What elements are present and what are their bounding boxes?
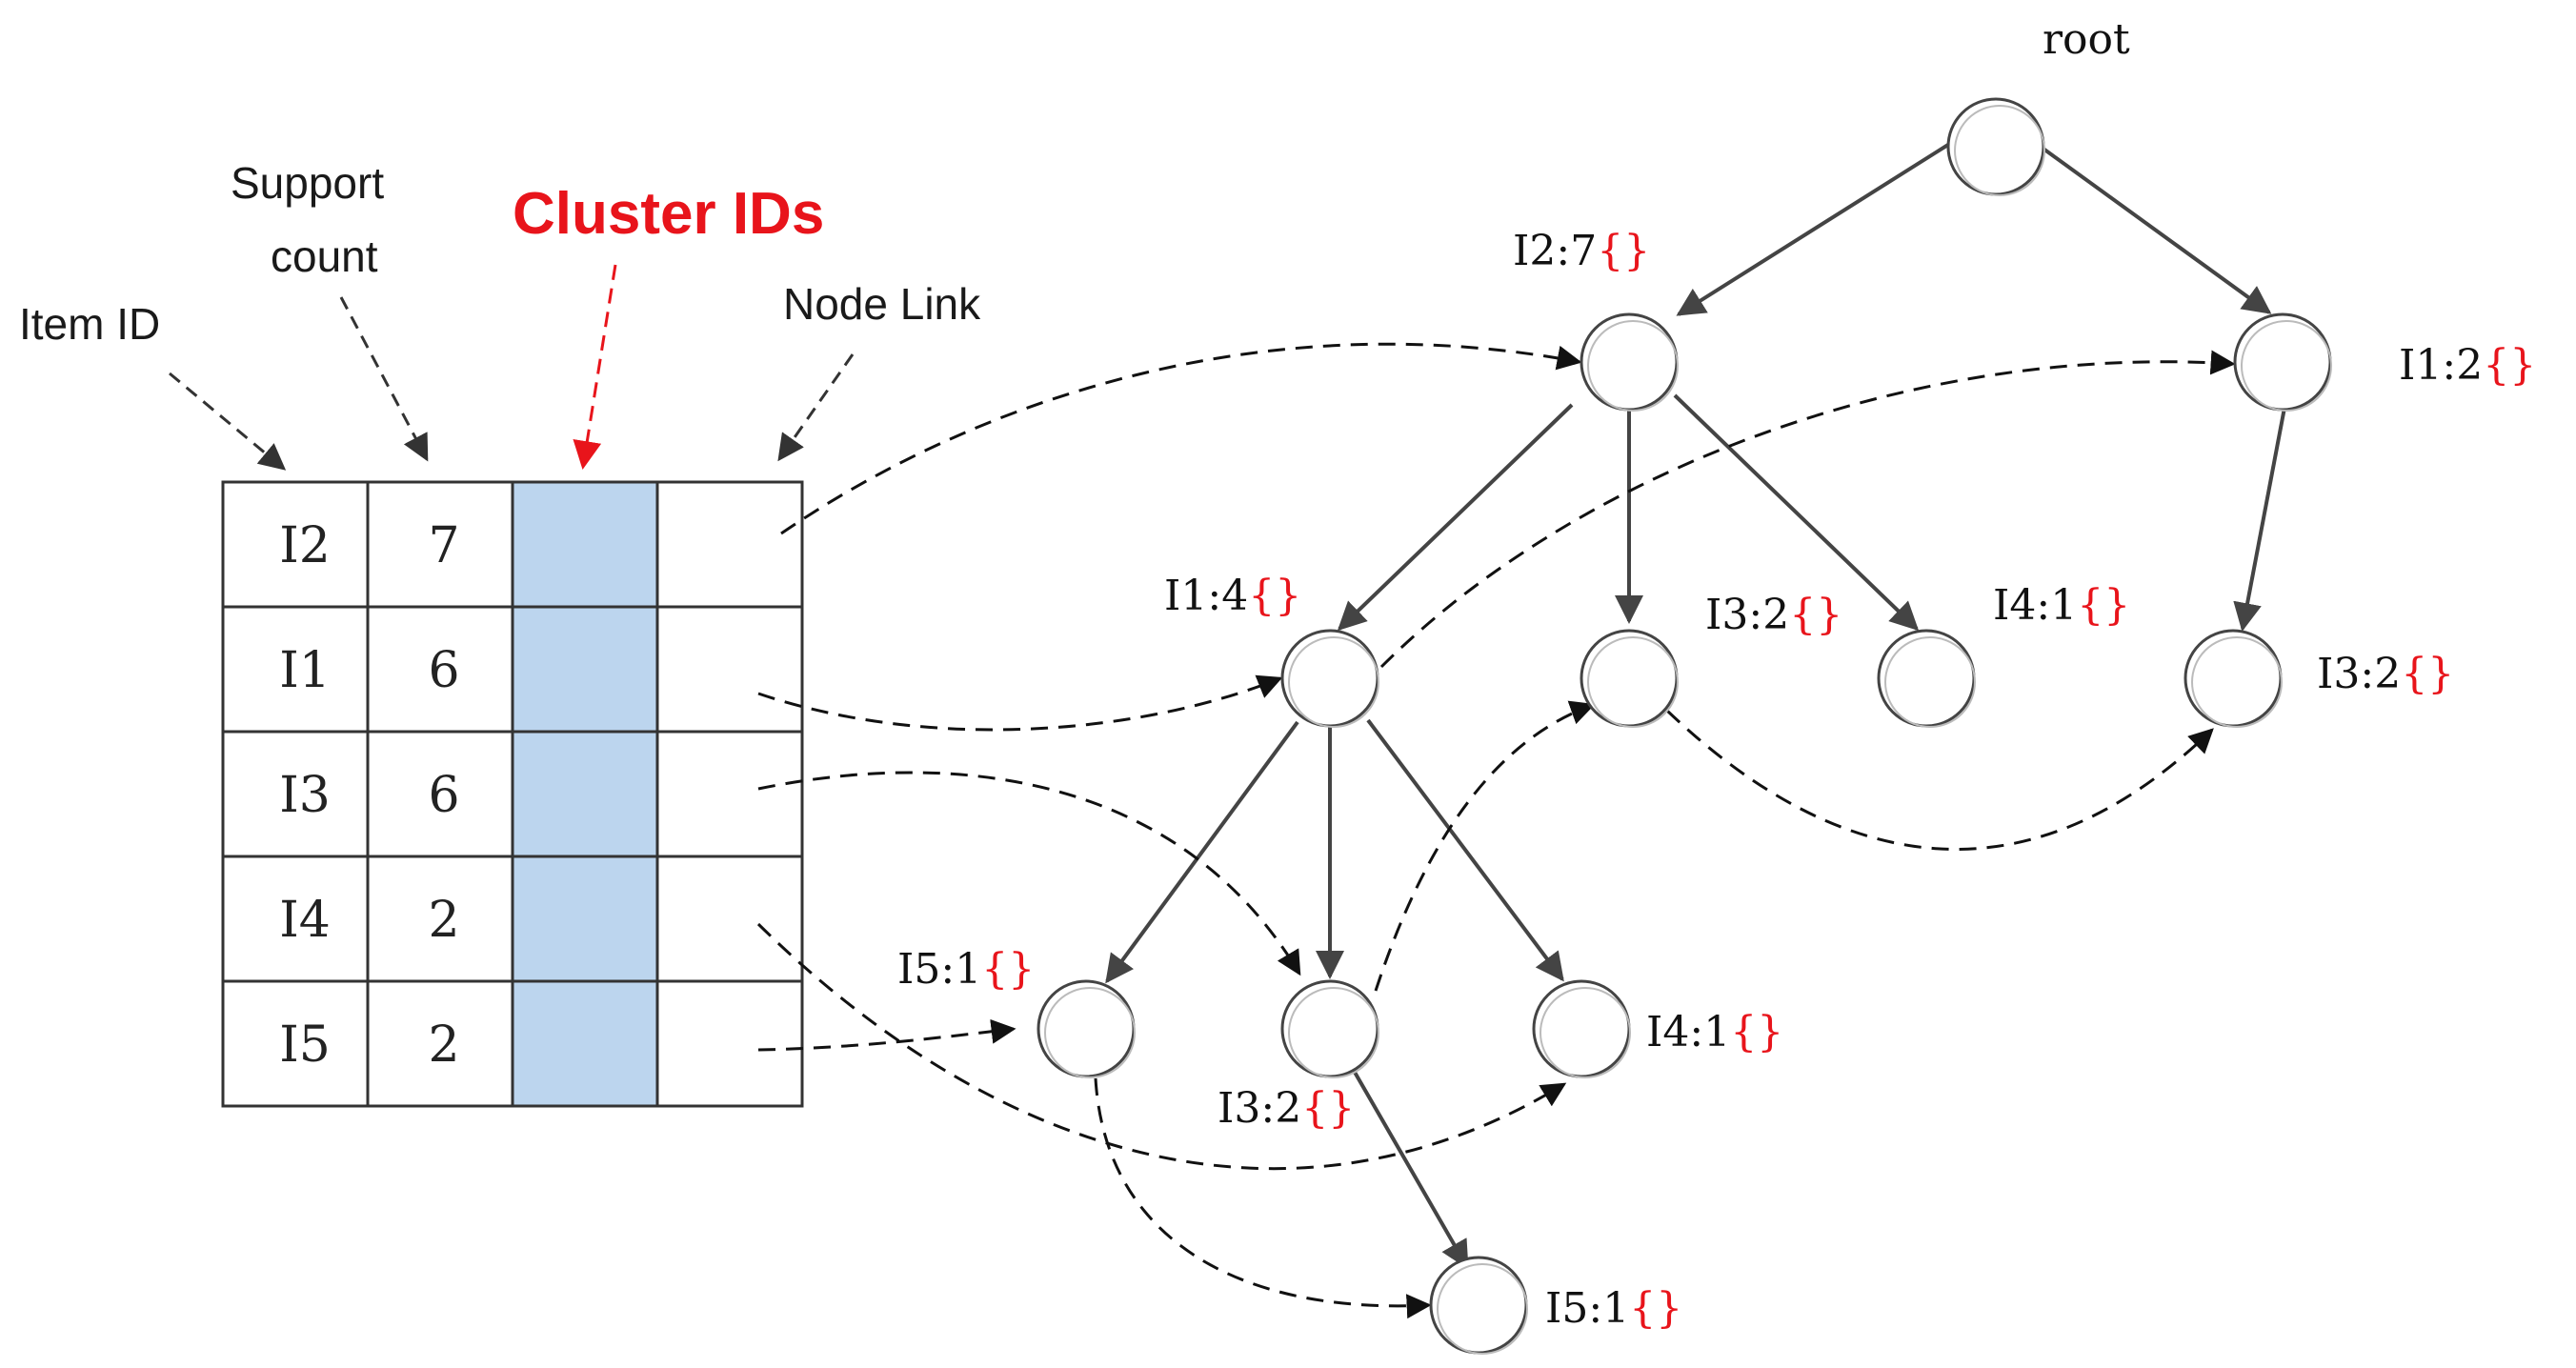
tree-nodes — [1036, 97, 2332, 1355]
node-shadow — [1288, 636, 1379, 728]
link-header-i1-to-i1-4 — [757, 674, 1283, 732]
support-count-label-line1: Support — [231, 158, 384, 208]
tree-node-shadows — [1044, 105, 2332, 1355]
link-header-i3-to-i3-2c — [757, 771, 1301, 976]
table-cell-count: 2 — [428, 892, 459, 949]
edge-root-to-i2-7 — [1676, 141, 1953, 316]
table-cell-item: I2 — [279, 517, 331, 574]
link-i5-1a-to-i5-1b — [1094, 1077, 1432, 1319]
support-count-pointer-arrow — [339, 296, 429, 462]
node-label-i3-2a: I3:2{} — [1705, 591, 1842, 639]
node-shadow — [1540, 987, 1631, 1078]
node-link-label: Node Link — [783, 279, 981, 329]
support-count-label-line2: count — [271, 231, 378, 281]
tree-edges — [1105, 141, 2286, 1270]
tree-node-i2-7 — [1580, 312, 1679, 412]
tree-node-i5-1b — [1429, 1256, 1528, 1355]
node-shadow — [1587, 636, 1679, 728]
node-label-i1-4: I1:4{} — [1164, 572, 1301, 620]
header-table: I2 7 I1 6 I3 6 I4 2 I5 2 — [221, 480, 804, 1108]
node-shadow — [1437, 1263, 1528, 1355]
table-cell-item: I5 — [279, 1016, 331, 1074]
item-id-pointer-arrow — [169, 372, 287, 471]
tree-node-i3-2c — [1280, 979, 1379, 1078]
edge-i2-7-to-i4-1a — [1673, 393, 1920, 632]
node-label-i5-1a: I5:1{} — [897, 945, 1035, 994]
table-cell-count: 6 — [428, 767, 459, 824]
node-shadow — [1954, 105, 2045, 196]
tree-node-i4-1b — [1532, 979, 1631, 1078]
root-label: root — [2043, 15, 2130, 64]
node-shadow — [1884, 636, 1976, 728]
node-label-i2-7: I2:7{} — [1513, 227, 1650, 275]
node-link-pointer-arrow — [777, 353, 855, 462]
cluster-ids-label: Cluster IDs — [513, 181, 824, 247]
node-label-i1-2: I1:2{} — [2399, 341, 2536, 390]
link-header-i4-to-i4-1b — [756, 922, 1567, 1171]
tree-node-i4-1a — [1877, 629, 1976, 728]
table-cell-item: I3 — [279, 767, 331, 824]
node-label-i4-1a: I4:1{} — [1993, 581, 2130, 630]
edge-i1-4-to-i4-1b — [1366, 718, 1564, 982]
edge-i1-2-to-i3-2b — [2233, 407, 2286, 632]
node-shadow — [1587, 320, 1679, 412]
table-cell-item: I1 — [279, 642, 331, 699]
edge-i2-7-to-i1-4 — [1337, 403, 1574, 632]
link-i1-4-to-i1-2 — [1379, 350, 2236, 669]
node-label-i3-2c: I3:2{} — [1218, 1084, 1355, 1133]
tree-node-i1-4 — [1280, 629, 1379, 728]
tree-node-i1-2 — [2233, 312, 2332, 412]
node-links — [756, 342, 2236, 1319]
table-cell-count: 2 — [428, 1016, 459, 1074]
link-header-i2-to-i2-7 — [780, 342, 1582, 535]
table-cell-count: 7 — [428, 517, 459, 574]
link-i3-2c-to-i3-2a — [1374, 700, 1596, 992]
edge-root-to-i1-2 — [2039, 145, 2272, 314]
edge-i1-4-to-i5-1a — [1105, 720, 1299, 984]
table-cell-item: I4 — [279, 892, 331, 949]
node-shadow — [2191, 636, 2283, 728]
tree-node-i3-2b — [2184, 629, 2283, 728]
tree-node-root — [1946, 97, 2045, 196]
tree-node-i5-1a — [1036, 979, 1136, 1078]
node-label-i4-1b: I4:1{} — [1646, 1008, 1783, 1056]
node-shadow — [2241, 320, 2332, 412]
node-label-i5-1b: I5:1{} — [1545, 1284, 1682, 1333]
node-label-i3-2b: I3:2{} — [2317, 650, 2454, 698]
node-shadow — [1044, 987, 1136, 1078]
link-header-i5-to-i5-1a — [757, 1018, 1016, 1052]
node-shadow — [1288, 987, 1379, 1078]
cluster-ids-pointer-arrow — [573, 264, 617, 470]
cluster-id-column-fill — [513, 482, 657, 1106]
tree-node-i3-2a — [1580, 629, 1679, 728]
item-id-label: Item ID — [19, 299, 160, 349]
edge-i3-2c-to-i5-1b — [1351, 1068, 1469, 1270]
table-cell-count: 6 — [428, 642, 459, 699]
link-i3-2a-to-i3-2b — [1665, 709, 2214, 851]
